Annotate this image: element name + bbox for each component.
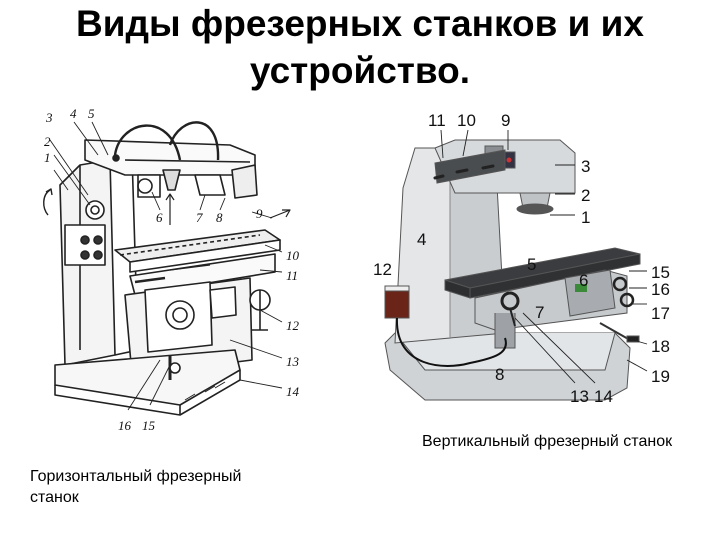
vertical-callout-label: 13 — [570, 387, 589, 406]
vertical-callout-leaders — [440, 129, 648, 384]
horizontal-callout-leaders — [49, 121, 283, 411]
vertical-callout-label: 3 — [581, 157, 590, 176]
vertical-callout-label: 11 — [428, 111, 446, 130]
horizontal-callout-label: 11 — [286, 268, 298, 283]
horizontal-machine-drawing — [43, 121, 291, 416]
horizontal-callout-label: 9 — [256, 206, 263, 221]
vertical-callout-label: 12 — [373, 260, 392, 279]
vertical-milling-machine-diagram: 1 2 3 4 5 6 7 8 9 10 11 12 13 14 15 16 1… — [373, 111, 670, 406]
vertical-callout-label: 6 — [579, 271, 588, 290]
horizontal-machine-caption: Горизонтальный фрезерный станок — [30, 468, 242, 506]
vertical-callout-label: 19 — [651, 367, 670, 386]
vertical-callout-numbers: 1 2 3 4 5 6 7 8 9 10 11 12 13 14 15 16 1… — [373, 111, 670, 406]
vertical-callout-label: 14 — [594, 387, 613, 406]
horizontal-callout-label: 12 — [286, 318, 300, 333]
slide-title: Виды фрезерных станков и их устройство. — [0, 0, 720, 94]
vertical-callout-label: 17 — [651, 304, 670, 323]
horizontal-callout-label: 5 — [88, 106, 95, 121]
vertical-callout-label: 7 — [535, 303, 544, 322]
vertical-callout-label: 16 — [651, 280, 670, 299]
horizontal-callout-label: 3 — [45, 110, 53, 125]
horizontal-callout-label: 4 — [70, 106, 77, 121]
horizontal-callout-label: 15 — [142, 418, 156, 433]
horizontal-callout-label: 2 — [44, 134, 51, 149]
horizontal-callout-label: 1 — [44, 150, 51, 165]
vertical-callout-label: 5 — [527, 255, 536, 274]
vertical-callout-label: 18 — [651, 337, 670, 356]
horizontal-callout-label: 7 — [196, 210, 203, 225]
horizontal-milling-machine-diagram: 1 2 3 4 5 6 7 8 9 10 11 12 13 14 15 16 — [43, 106, 300, 433]
title-line-1: Виды фрезерных станков и их — [76, 3, 644, 44]
horizontal-callout-label: 8 — [216, 210, 223, 225]
vertical-machine-caption: Вертикальный фрезерный станок — [422, 433, 673, 450]
vertical-callout-label: 9 — [501, 111, 510, 130]
vertical-callout-label: 4 — [417, 230, 426, 249]
vertical-machine-drawing — [384, 139, 641, 401]
vertical-callout-label: 8 — [495, 365, 504, 384]
horizontal-callout-label: 16 — [118, 418, 132, 433]
horizontal-callout-numbers: 1 2 3 4 5 6 7 8 9 10 11 12 13 14 15 16 — [44, 106, 300, 433]
title-line-2: устройство. — [249, 50, 471, 91]
vertical-callout-label: 1 — [581, 208, 590, 227]
vertical-callout-label: 10 — [457, 111, 476, 130]
horizontal-callout-label: 13 — [286, 354, 300, 369]
vertical-callout-label: 15 — [651, 263, 670, 282]
horizontal-callout-label: 14 — [286, 384, 300, 399]
vertical-callout-label: 2 — [581, 186, 590, 205]
horizontal-callout-label: 6 — [156, 210, 163, 225]
horizontal-callout-label: 10 — [286, 248, 300, 263]
